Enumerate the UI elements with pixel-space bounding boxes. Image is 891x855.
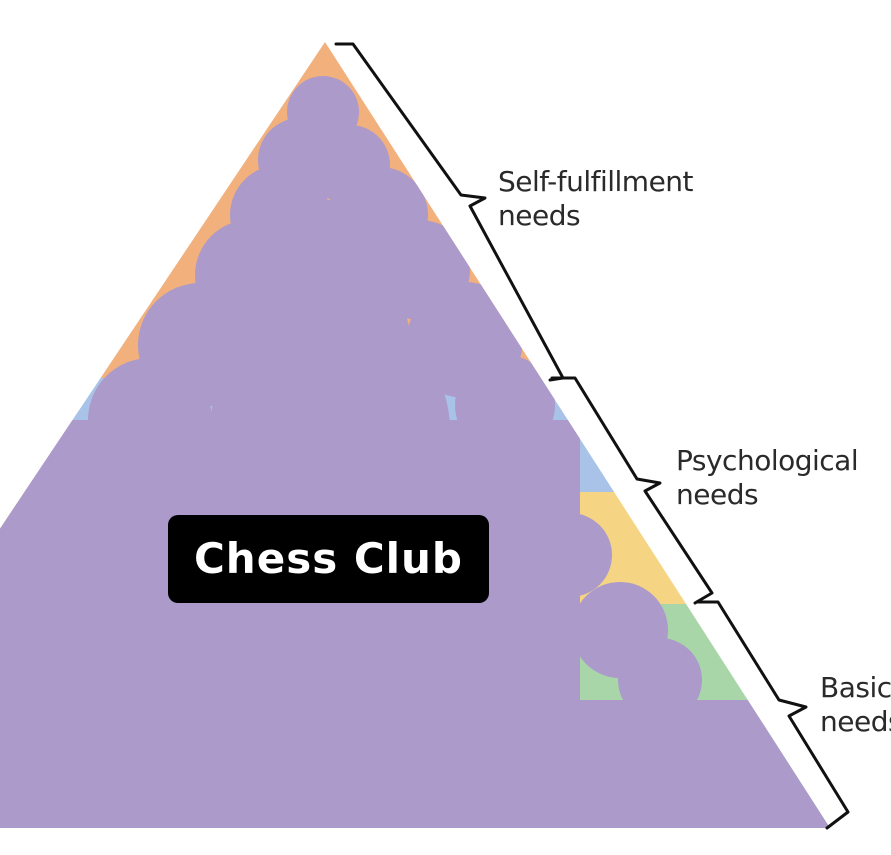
purple-cloud-overlay [0,76,830,828]
label-line: Psychological [676,444,859,477]
label-line: needs [498,199,581,232]
label-line: Self-fulfillment [498,165,694,198]
self-fulfillment-needs-label: Self-fulfillment needs [498,165,694,233]
label-line: needs [820,705,891,738]
psychological-needs-label: Psychological needs [676,444,859,512]
bracket-basic [695,600,850,830]
label-line: needs [676,478,759,511]
basic-needs-label: Basic needs [820,671,891,739]
label-line: Basic [820,671,891,704]
chess-club-banner: Chess Club [168,515,489,603]
bracket-psychological [550,376,714,605]
